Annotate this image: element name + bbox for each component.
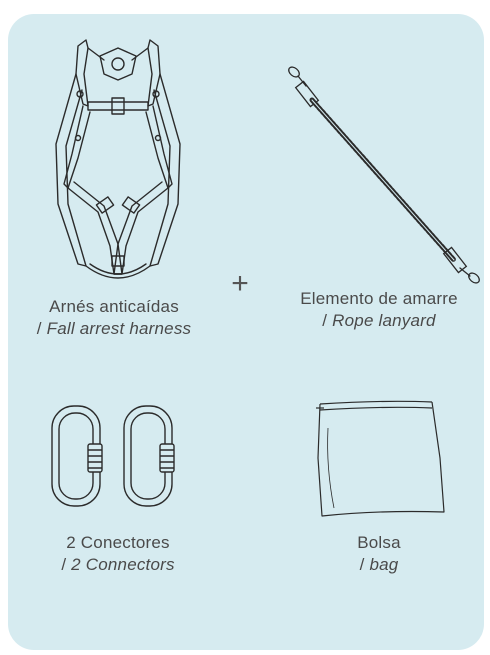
harness-label-en: Fall arrest harness — [46, 319, 192, 338]
bag-icon — [316, 400, 445, 517]
harness-icon — [55, 39, 181, 279]
harness-caption: Arnés anticaídas / Fall arrest harness — [8, 296, 220, 340]
lanyard-label-en: Rope lanyard — [332, 311, 436, 330]
connectors-label-es: 2 Conectores — [66, 533, 170, 552]
bag-caption: Bolsa / bag — [274, 532, 484, 576]
harness-label-es: Arnés anticaídas — [49, 297, 179, 316]
bag-slash: / — [359, 555, 370, 574]
rope-lanyard-icon — [288, 66, 480, 284]
connectors-slash: / — [61, 555, 72, 574]
carabiner-icon — [51, 405, 175, 507]
lanyard-caption: Elemento de amarre / Rope lanyard — [274, 288, 484, 332]
plus-separator: + — [231, 267, 249, 300]
bag-label-en: bag — [369, 555, 399, 574]
lanyard-slash: / — [322, 311, 333, 330]
harness-slash: / — [36, 319, 47, 338]
connectors-caption: 2 Conectores / 2 Connectors — [8, 532, 228, 576]
lanyard-label-es: Elemento de amarre — [300, 289, 458, 308]
contents-card: Arnés anticaídas / Fall arrest harness +… — [8, 14, 484, 650]
bag-label-es: Bolsa — [357, 533, 401, 552]
connectors-label-en: 2 Connectors — [71, 555, 175, 574]
